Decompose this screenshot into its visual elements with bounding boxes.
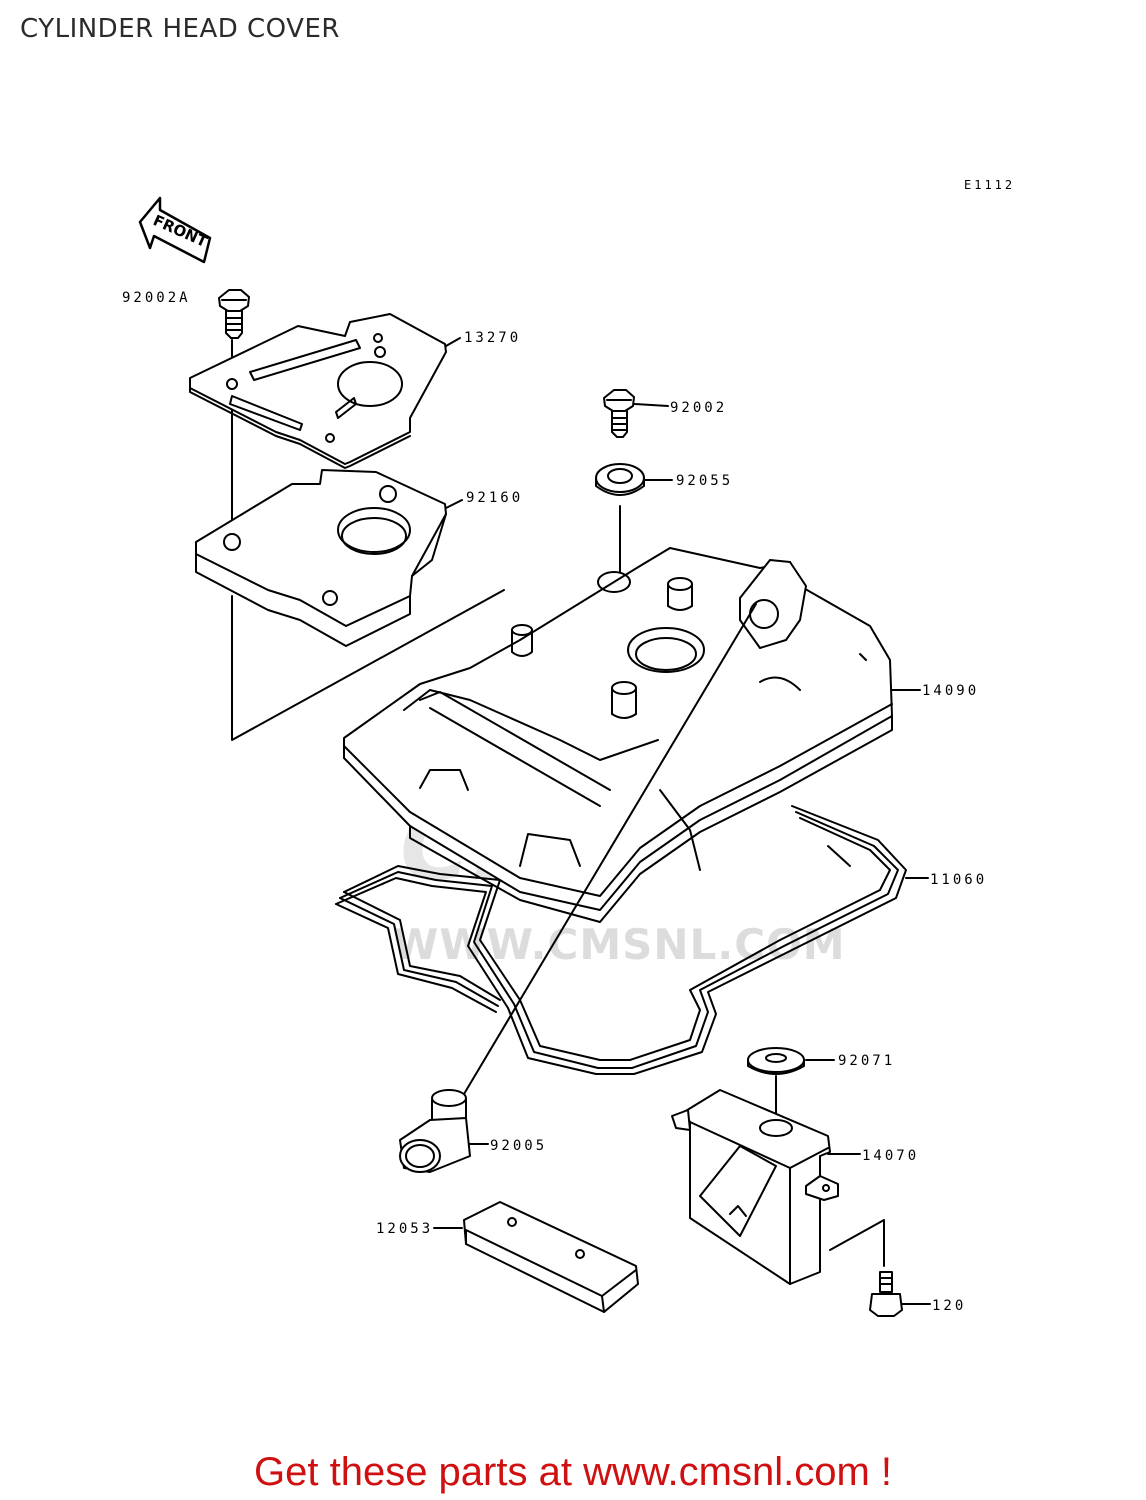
sleeve-92005-shape [399,603,757,1173]
part-label-120[interactable]: 120 [932,1298,967,1314]
washer-92055-shape [595,463,673,573]
part-label-14090[interactable]: 14090 [922,683,980,699]
part-label-92160[interactable]: 92160 [466,490,524,506]
part-label-11060[interactable]: 11060 [930,872,988,888]
footer-link[interactable]: Get these parts at www.cmsnl.com ! [254,1450,892,1494]
plate-13270-shape [189,313,461,469]
gasket-11060-shape [335,805,929,1075]
block-12053-shape [433,1201,639,1313]
part-label-92055[interactable]: 92055 [676,473,734,489]
part-label-92002[interactable]: 92002 [670,400,728,416]
front-arrow-icon: FRONT [138,196,212,264]
cover-14090-shape [343,547,921,923]
part-label-92005[interactable]: 92005 [490,1138,548,1154]
part-label-13270[interactable]: 13270 [464,330,522,346]
bracket-14070-shape [671,1089,885,1285]
gasket-92160-shape [195,469,505,741]
bolt-92002-shape [603,389,669,438]
diagram-code: E1112 [964,178,1016,192]
part-label-92002a[interactable]: 92002A [122,290,191,306]
page-title: CYLINDER HEAD COVER [20,14,340,44]
part-label-92071[interactable]: 92071 [838,1053,896,1069]
screw-120-shape [869,1271,931,1317]
part-label-12053[interactable]: 12053 [376,1221,434,1237]
washer-92071-shape [747,1047,835,1125]
part-label-14070[interactable]: 14070 [862,1148,920,1164]
